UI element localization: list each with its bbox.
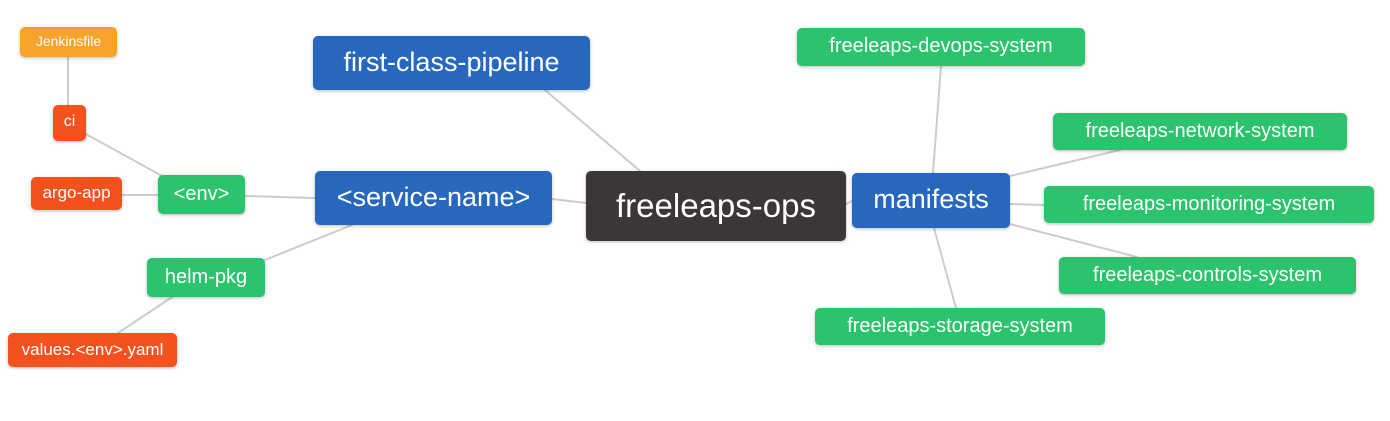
edge-values-env-yaml-helm-pkg <box>117 296 173 334</box>
node-label: freeleaps-storage-system <box>847 314 1073 337</box>
node-freeleaps-network-system[interactable]: freeleaps-network-system <box>1053 113 1347 150</box>
node-env[interactable]: <env> <box>158 175 245 214</box>
node-label: <env> <box>173 182 230 205</box>
node-manifests[interactable]: manifests <box>852 173 1010 228</box>
edge-manifests-freeleaps-network-system <box>1009 149 1121 177</box>
edge-service-name-freeleaps-ops <box>551 198 587 204</box>
node-first-class-pipeline[interactable]: first-class-pipeline <box>313 36 590 90</box>
edge-freeleaps-ops-manifests <box>845 200 853 205</box>
edge-manifests-freeleaps-storage-system <box>933 227 957 309</box>
edge-manifests-freeleaps-devops-system <box>932 65 942 174</box>
node-label: argo-app <box>42 183 111 202</box>
node-ci[interactable]: ci <box>53 105 86 141</box>
edge-manifests-freeleaps-monitoring-system <box>1009 203 1045 206</box>
node-label: helm-pkg <box>164 265 248 288</box>
node-freeleaps-monitoring-system[interactable]: freeleaps-monitoring-system <box>1044 186 1374 223</box>
edge-first-class-pipeline-freeleaps-ops <box>544 89 641 172</box>
edge-env-service-name <box>244 195 316 199</box>
edge-manifests-freeleaps-controls-system <box>1009 223 1138 258</box>
node-label: freeleaps-monitoring-system <box>1082 192 1336 215</box>
node-argo-app[interactable]: argo-app <box>31 177 122 210</box>
node-freeleaps-storage-system[interactable]: freeleaps-storage-system <box>815 308 1105 345</box>
node-freeleaps-controls-system[interactable]: freeleaps-controls-system <box>1059 257 1356 294</box>
node-label: <service-name> <box>336 181 531 212</box>
node-label: first-class-pipeline <box>343 46 560 77</box>
edge-helm-pkg-service-name <box>264 224 353 261</box>
node-label: values.<env>.yaml <box>21 339 164 359</box>
node-label: ci <box>63 113 76 130</box>
node-label: freeleaps-ops <box>616 186 816 224</box>
node-jenkinsfile[interactable]: Jenkinsfile <box>20 27 117 57</box>
node-values-env-yaml[interactable]: values.<env>.yaml <box>8 333 177 367</box>
node-label: freeleaps-devops-system <box>829 35 1053 57</box>
node-helm-pkg[interactable]: helm-pkg <box>147 258 265 297</box>
node-label: manifests <box>873 184 989 214</box>
node-service-name[interactable]: <service-name> <box>315 171 552 225</box>
node-freeleaps-devops-system[interactable]: freeleaps-devops-system <box>797 28 1085 66</box>
node-label: freeleaps-network-system <box>1085 119 1315 142</box>
node-label: freeleaps-controls-system <box>1093 263 1322 286</box>
node-label: Jenkinsfile <box>35 33 102 49</box>
edge-ci-env <box>85 133 163 177</box>
node-freeleaps-ops[interactable]: freeleaps-ops <box>586 171 846 241</box>
